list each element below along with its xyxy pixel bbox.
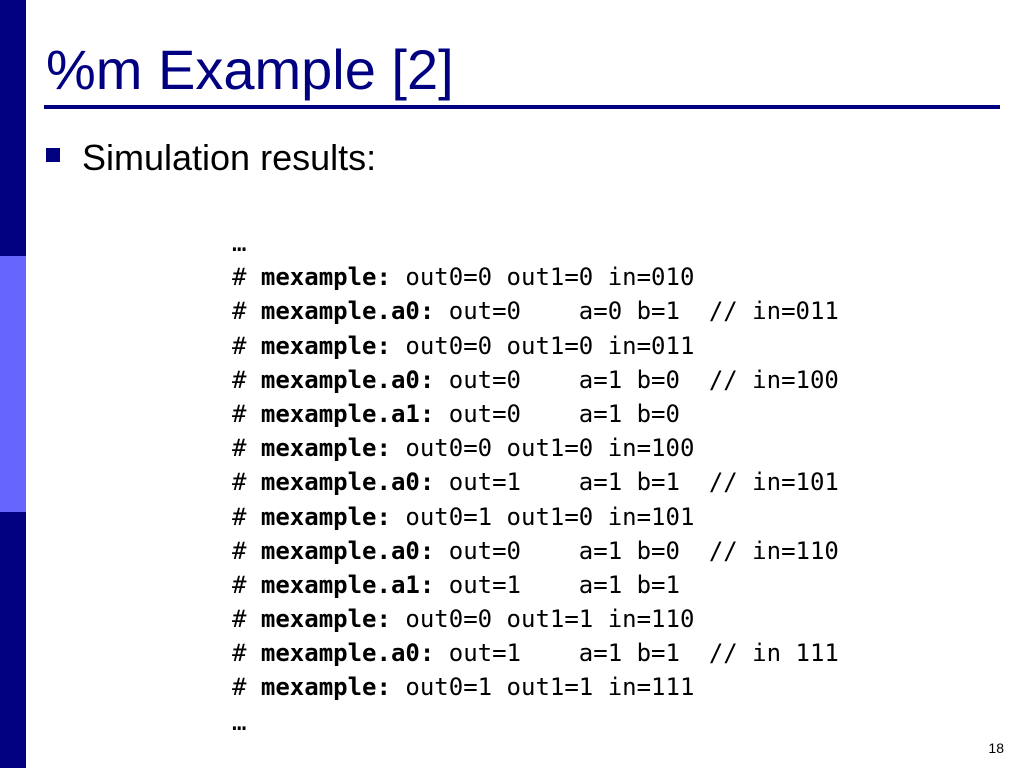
code-module-name: mexample: bbox=[260, 673, 391, 702]
side-bar-top-segment bbox=[0, 0, 26, 256]
code-prefix: # bbox=[232, 331, 261, 360]
code-values: out=0 a=0 b=1 // in=011 bbox=[434, 297, 839, 326]
code-prefix: # bbox=[232, 434, 261, 463]
code-prefix: # bbox=[232, 570, 261, 599]
code-line: # mexample.a0: out=0 a=0 b=1 // in=011 bbox=[232, 294, 839, 328]
code-module-name: mexample.a0: bbox=[260, 365, 435, 394]
code-values: out0=0 out1=0 in=011 bbox=[390, 331, 695, 360]
simulation-output-code: … # mexample: out0=0 out1=0 in=010 # mex… bbox=[232, 226, 839, 739]
code-values: out0=1 out1=1 in=111 bbox=[390, 673, 695, 702]
code-module-name: mexample: bbox=[260, 502, 391, 531]
code-line: … bbox=[232, 705, 839, 739]
code-values: out=1 a=1 b=1 // in=101 bbox=[434, 468, 839, 497]
side-bar bbox=[0, 0, 26, 768]
code-prefix: # bbox=[232, 536, 261, 565]
code-values: out=1 a=1 b=1 bbox=[434, 570, 680, 599]
page-number: 18 bbox=[988, 740, 1004, 756]
code-line: # mexample.a0: out=0 a=1 b=0 // in=110 bbox=[232, 534, 839, 568]
side-bar-bottom-segment bbox=[0, 512, 26, 768]
code-module-name: mexample: bbox=[260, 434, 391, 463]
code-line: # mexample.a1: out=0 a=1 b=0 bbox=[232, 397, 839, 431]
code-values: out0=0 out1=0 in=100 bbox=[390, 434, 695, 463]
code-module-name: mexample.a0: bbox=[260, 468, 435, 497]
title-underline bbox=[44, 105, 1000, 109]
code-prefix: # bbox=[232, 502, 261, 531]
code-values: out=1 a=1 b=1 // in 111 bbox=[434, 639, 839, 668]
code-prefix: # bbox=[232, 605, 261, 634]
code-module-name: mexample: bbox=[260, 605, 391, 634]
bullet-item: Simulation results: bbox=[46, 136, 376, 180]
code-module-name: mexample.a0: bbox=[260, 536, 435, 565]
code-line: # mexample.a0: out=0 a=1 b=0 // in=100 bbox=[232, 363, 839, 397]
code-module-name: mexample.a1: bbox=[260, 399, 435, 428]
square-bullet-icon bbox=[46, 148, 60, 162]
code-values: out=0 a=1 b=0 bbox=[434, 399, 680, 428]
code-values: out=0 a=1 b=0 // in=100 bbox=[434, 365, 839, 394]
code-prefix: … bbox=[232, 229, 247, 257]
slide-title: %m Example [2] bbox=[46, 38, 454, 101]
code-values: out=0 a=1 b=0 // in=110 bbox=[434, 536, 839, 565]
code-values: out0=0 out1=1 in=110 bbox=[390, 605, 695, 634]
bullet-text: Simulation results: bbox=[82, 137, 377, 178]
code-line: # mexample: out0=0 out1=1 in=110 bbox=[232, 602, 839, 636]
code-prefix: # bbox=[232, 673, 261, 702]
code-prefix: # bbox=[232, 468, 261, 497]
code-module-name: mexample.a1: bbox=[260, 570, 435, 599]
code-values: out0=1 out1=0 in=101 bbox=[390, 502, 695, 531]
code-prefix: … bbox=[232, 707, 247, 736]
code-line: # mexample.a1: out=1 a=1 b=1 bbox=[232, 568, 839, 602]
code-prefix: # bbox=[232, 263, 261, 292]
code-module-name: mexample: bbox=[260, 263, 391, 292]
code-module-name: mexample: bbox=[260, 331, 391, 360]
code-line: # mexample: out0=0 out1=0 in=100 bbox=[232, 431, 839, 465]
code-line: # mexample: out0=0 out1=0 in=011 bbox=[232, 329, 839, 363]
code-line: # mexample: out0=0 out1=0 in=010 bbox=[232, 260, 839, 294]
code-line: # mexample: out0=1 out1=0 in=101 bbox=[232, 500, 839, 534]
code-values: out0=0 out1=0 in=010 bbox=[390, 263, 695, 292]
code-line: … bbox=[232, 226, 839, 260]
code-module-name: mexample.a0: bbox=[260, 639, 435, 668]
code-prefix: # bbox=[232, 639, 261, 668]
code-line: # mexample: out0=1 out1=1 in=111 bbox=[232, 670, 839, 704]
code-prefix: # bbox=[232, 365, 261, 394]
code-module-name: mexample.a0: bbox=[260, 297, 435, 326]
code-line: # mexample.a0: out=1 a=1 b=1 // in=101 bbox=[232, 465, 839, 499]
code-prefix: # bbox=[232, 399, 261, 428]
side-bar-middle-segment bbox=[0, 256, 26, 512]
code-prefix: # bbox=[232, 297, 261, 326]
code-line: # mexample.a0: out=1 a=1 b=1 // in 111 bbox=[232, 636, 839, 670]
